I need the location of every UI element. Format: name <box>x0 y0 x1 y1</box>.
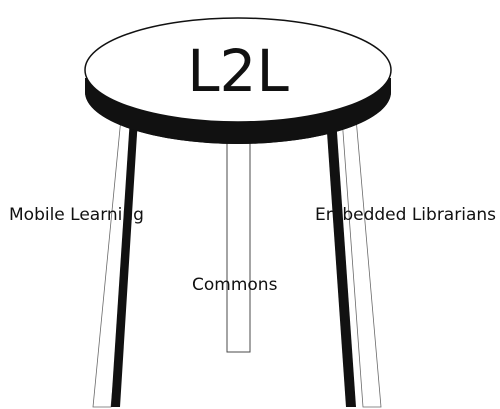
center-leg <box>226 129 251 353</box>
left-leg <box>92 117 139 408</box>
right-leg <box>326 117 382 408</box>
seat-title: L2L <box>187 37 289 105</box>
center-leg-label: Commons <box>192 275 278 295</box>
stool-seat: L2L <box>84 17 392 144</box>
left-leg-label: Mobile Learning <box>9 205 144 225</box>
right-leg-label: Embedded Librarians <box>315 205 496 225</box>
